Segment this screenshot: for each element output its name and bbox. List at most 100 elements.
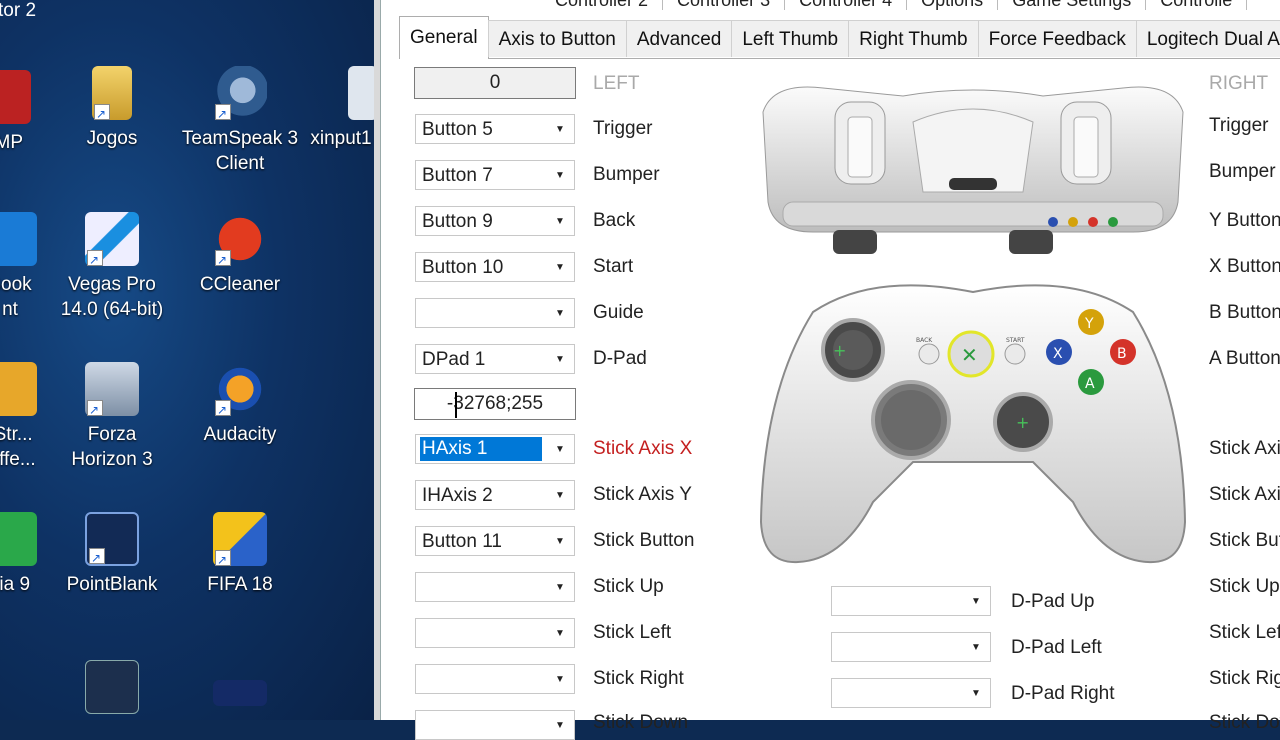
svg-text:+: + <box>1016 413 1029 432</box>
right-stick-axis-x-label: Stick Axis <box>1209 438 1280 459</box>
tab-controller-3[interactable]: Controller 3 <box>663 0 786 10</box>
desktop-icon-label: Forza Horizon 3 <box>71 424 153 470</box>
left-stick-axis-x-select[interactable]: HAxis 1▼ <box>415 434 575 464</box>
x360ce-window: Controller 2 Controller 3 Controller 4 O… <box>380 0 1280 740</box>
audacity-icon <box>213 362 267 423</box>
desktop-icon-forza[interactable]: Forza Horizon 3 <box>48 362 176 472</box>
dpad-right-select[interactable]: ▼ <box>831 678 991 708</box>
chevron-down-icon: ▼ <box>555 581 565 593</box>
app-icon <box>0 362 37 416</box>
left-stick-right-select[interactable]: ▼ <box>415 664 575 694</box>
chevron-down-icon: ▼ <box>555 443 565 455</box>
desktop-icon-label: TeamSpeak 3 Client <box>181 128 299 174</box>
forza-horizon-icon <box>85 362 139 423</box>
pointblank-icon <box>85 512 139 571</box>
left-stick-down-label: Stick Down <box>593 712 689 733</box>
start-label: Start <box>593 256 634 277</box>
chevron-down-icon: ▼ <box>555 261 565 273</box>
right-bumper-label: Bumper <box>1209 161 1276 182</box>
chevron-down-icon: ▼ <box>555 489 565 501</box>
tab-force-feedback[interactable]: Force Feedback <box>977 20 1137 57</box>
desktop-icon-label: sia 9 <box>0 574 31 595</box>
smp-icon <box>0 70 31 124</box>
dpad-label: D-Pad <box>593 348 647 369</box>
tab-general[interactable]: General <box>399 16 489 59</box>
desktop-icon-jogos[interactable]: Jogos <box>48 66 176 151</box>
right-stick-button-label: Stick Butt <box>1209 530 1280 551</box>
folder-icon <box>92 66 132 127</box>
chevron-down-icon: ▼ <box>555 353 565 365</box>
tab-axis-to-button[interactable]: Axis to Button <box>487 20 627 57</box>
desktop-icon-book[interactable]: Book nt <box>0 212 74 322</box>
dpad-left-select[interactable]: ▼ <box>831 632 991 662</box>
left-stick-down-select[interactable]: ▼ <box>415 710 575 740</box>
guide-button-select[interactable]: ▼ <box>415 298 575 328</box>
y-button-label: Y Button <box>1209 210 1280 231</box>
right-trigger-label: Trigger <box>1209 115 1269 136</box>
desktop-icon-label: sMP <box>0 132 23 153</box>
chevron-down-icon: ▼ <box>555 307 565 319</box>
tab-controller-2[interactable]: Controller 2 <box>541 0 664 10</box>
desktop-icon-label: Jogos <box>86 128 138 149</box>
left-stick-up-select[interactable]: ▼ <box>415 572 575 602</box>
tab-advanced[interactable]: Advanced <box>625 20 733 57</box>
left-stick-button-select[interactable]: Button 11▼ <box>415 526 575 556</box>
desktop-icon-fifa[interactable]: FIFA 18 <box>176 512 304 597</box>
tab-controller-4[interactable]: Controller 4 <box>785 0 908 10</box>
left-stick-axis-x-label: Stick Axis X <box>593 438 693 459</box>
back-button-select[interactable]: Button 9▼ <box>415 206 575 236</box>
a-button-glyph: A <box>1085 376 1095 392</box>
a-button-label: A Button <box>1209 348 1280 369</box>
desktop-icon-pes[interactable] <box>48 660 176 720</box>
desktop-icon-label: FIFA 18 <box>207 574 273 595</box>
chevron-down-icon: ▼ <box>555 535 565 547</box>
tab-left-thumb[interactable]: Left Thumb <box>731 20 850 57</box>
window-border <box>374 0 380 720</box>
desktop-icon-ccleaner[interactable]: CCleaner <box>176 212 304 297</box>
left-stick-button-label: Stick Button <box>593 530 695 551</box>
desktop-icon-teamspeak[interactable]: TeamSpeak 3 Client <box>176 66 304 176</box>
left-stick-axis-y-label: Stick Axis Y <box>593 484 692 505</box>
left-stick-left-label: Stick Left <box>593 622 672 643</box>
right-stick-right-label: Stick Right <box>1209 668 1280 689</box>
desktop-icon-sia[interactable]: sia 9 <box>0 512 74 597</box>
tab-options[interactable]: Options <box>907 0 999 10</box>
chevron-down-icon: ▼ <box>971 595 981 607</box>
desktop-icon-pointblank[interactable]: PointBlank <box>48 512 176 597</box>
desktop-icon-vegas[interactable]: Vegas Pro 14.0 (64-bit) <box>48 212 176 322</box>
tab-game-settings[interactable]: Game Settings <box>998 0 1147 10</box>
desktop-icon-str[interactable]: -Str... Offe... <box>0 362 74 472</box>
desktop-icon-smp[interactable]: sMP <box>0 70 68 155</box>
b-button-glyph: B <box>1117 346 1127 362</box>
teamspeak-icon <box>213 66 267 127</box>
left-trigger-select[interactable]: Button 5▼ <box>415 114 575 144</box>
dpad-select[interactable]: DPad 1▼ <box>415 344 575 374</box>
b-button-label: B Button <box>1209 302 1280 323</box>
right-stick-down-label: Stick Down <box>1209 712 1280 733</box>
guide-label: Guide <box>593 302 644 323</box>
left-stick-left-select[interactable]: ▼ <box>415 618 575 648</box>
start-button-select[interactable]: Button 10▼ <box>415 252 575 282</box>
dpad-right-label: D-Pad Right <box>1011 683 1115 704</box>
dpad-up-select[interactable]: ▼ <box>831 586 991 616</box>
chevron-down-icon: ▼ <box>971 641 981 653</box>
tab-controller-overflow[interactable]: Controlle <box>1146 0 1248 10</box>
desktop-icon-unknown[interactable] <box>176 680 304 712</box>
right-stick-axis-y-label: Stick Axis <box>1209 484 1280 505</box>
ccleaner-icon <box>213 212 267 273</box>
desktop-icon-xinput[interactable]: xinput1 <box>296 66 374 151</box>
tab-logitech-dual-action[interactable]: Logitech Dual Action <box>1135 20 1280 57</box>
fifa-18-icon <box>213 512 267 573</box>
left-bumper-select[interactable]: Button 7▼ <box>415 160 575 190</box>
right-stick-left-label: Stick Left <box>1209 622 1280 643</box>
x-button-glyph: X <box>1053 346 1063 362</box>
svg-text:✕: ✕ <box>961 343 978 367</box>
back-label: Back <box>593 210 636 231</box>
left-stick-right-label: Stick Right <box>593 668 684 689</box>
left-stick-axis-y-select[interactable]: IHAxis 2▼ <box>415 480 575 510</box>
desktop-icon-audacity[interactable]: Audacity <box>176 362 304 447</box>
desktop-icon-label: Book nt <box>0 274 32 320</box>
y-button-glyph: Y <box>1084 316 1094 332</box>
tab-right-thumb[interactable]: Right Thumb <box>848 20 979 57</box>
settings-file-icon <box>348 66 374 120</box>
